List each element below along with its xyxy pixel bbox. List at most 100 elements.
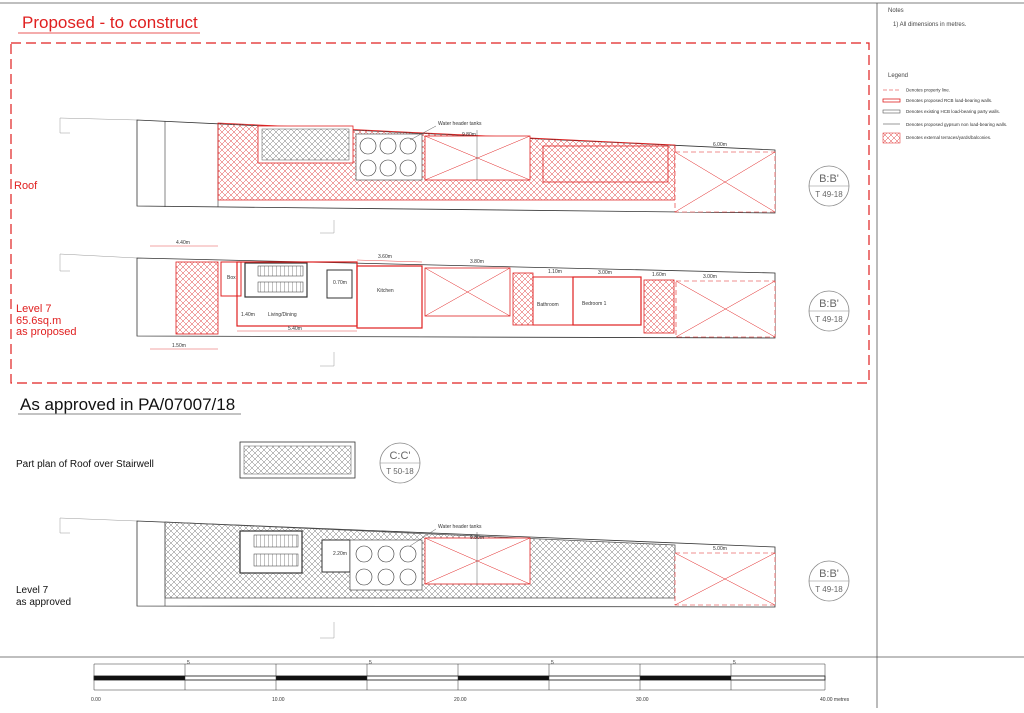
scale-top-label: 5 <box>369 660 372 666</box>
ap-property-line <box>59 517 138 522</box>
ap-shaft-cross <box>424 537 531 585</box>
ap-stair-flight-lower <box>253 553 299 567</box>
l7-living-label: Living/Dining <box>268 312 297 318</box>
water-tank <box>379 137 397 155</box>
l7-shaft-cross <box>424 267 511 317</box>
ap-tanks-label: Water header tanks <box>438 524 482 530</box>
ap-section-mark-bottom <box>320 622 335 639</box>
l7-box <box>220 261 242 297</box>
l7-dim-small: 0.70m <box>333 280 347 286</box>
l7-section-mark-bottom <box>320 352 335 367</box>
level7-proposed-plan: 4.40m Box 0.70m Living/Dining Kitchen 3.… <box>59 240 776 367</box>
scale-segment <box>276 676 367 680</box>
scale-top-label: 5 <box>733 660 736 666</box>
l7-bedroom-label: Bedroom 1 <box>582 301 607 307</box>
scale-label: 0.00 <box>91 697 101 703</box>
water-tank <box>355 545 373 563</box>
water-tank <box>399 568 417 586</box>
legend-item-3: Denotes proposed gypsum non load-bearing… <box>906 122 1007 127</box>
roof-dim-top: 9.80m <box>462 132 476 138</box>
legend-terrace-symbol <box>882 132 901 144</box>
water-tank <box>377 568 395 586</box>
section-marker-bb-roof: B:B' T 49-18 <box>808 165 850 207</box>
ap-tanks-leader <box>409 528 437 547</box>
water-tank <box>359 159 377 177</box>
l7-stair-flight-lower <box>257 281 304 293</box>
l7-dim-left-side: 1.40m <box>241 312 255 318</box>
section-marker-bb-l7: B:B' T 49-18 <box>808 290 850 332</box>
legend-title: Legend <box>888 73 908 79</box>
scale-top-label: 5 <box>187 660 190 666</box>
section-marker-cc: C:C' T 50-18 <box>379 442 421 484</box>
l7-bathroom-label: Bathroom <box>537 302 559 308</box>
ap-dim-small: 2.20m <box>333 551 347 557</box>
legend-hcb-symbol <box>882 109 901 114</box>
l7-approved-label-line2: as approved <box>16 597 71 608</box>
scale-label: 10.00 <box>272 697 285 703</box>
stair-roof-label: Part plan of Roof over Stairwell <box>16 459 154 470</box>
l7-bathroom <box>532 276 574 326</box>
l7-dim-left: 4.40m <box>176 240 190 246</box>
approved-heading: As approved in PA/07007/18 <box>20 395 235 414</box>
ap-dim-top: 9.80m <box>470 535 484 541</box>
section-marker-id: C:C' <box>389 450 410 462</box>
section-marker-ref: T 49-18 <box>815 585 843 594</box>
l7-proposed-label-line2: 65.6sq.m <box>16 315 61 327</box>
roof-stair-roof-hatch <box>261 128 350 161</box>
l7-stair-flight-upper <box>257 265 304 277</box>
ap-yard-cross <box>674 552 776 606</box>
section-marker-id: B:B' <box>819 298 839 310</box>
section-marker-id: B:B' <box>819 173 839 185</box>
l7-front-balcony <box>175 261 219 335</box>
water-tank <box>399 137 417 155</box>
section-marker-bb-approved: B:B' T 49-18 <box>808 560 850 602</box>
l7-dim-mid: 3.80m <box>470 259 484 265</box>
stair-roof-hatch <box>243 445 352 475</box>
roof-tanks-leader <box>409 125 437 141</box>
legend: Denotes property line. Denotes proposed … <box>882 88 1007 144</box>
l7-dim-bed-b: 3.00m <box>598 270 612 276</box>
roof-yard-cross <box>674 151 776 213</box>
l7-dim-bottom: 5.40m <box>288 326 302 332</box>
l7-dim-kitchen: 3.60m <box>378 254 392 260</box>
ap-section-mark <box>59 518 70 534</box>
l7-yard-cross <box>675 280 776 338</box>
l7-lift <box>326 269 353 299</box>
l7-section-mark <box>59 254 70 272</box>
legend-item-1: Denotes proposed RCB load-bearing walls. <box>906 98 992 103</box>
water-tank <box>399 159 417 177</box>
l7-kitchen-walls <box>356 265 423 329</box>
ap-stair-flight-upper <box>253 534 299 548</box>
l7-bedroom <box>572 276 642 326</box>
roof-property-line <box>59 117 138 121</box>
legend-rcb-symbol <box>882 98 901 103</box>
scale-segment <box>458 676 549 680</box>
section-marker-ref: T 49-18 <box>815 315 843 324</box>
l7-proposed-label-line1: Level 7 <box>16 303 51 315</box>
roof-shaft-a-cross <box>424 135 531 181</box>
scale-label: 40.00 metres <box>820 697 850 703</box>
scale-label: 20.00 <box>454 697 467 703</box>
roof-terrace-b <box>542 145 669 183</box>
l7-kitchen-label: Kitchen <box>377 288 394 294</box>
water-tank <box>355 568 373 586</box>
l7-mid-terrace <box>512 272 534 326</box>
scale-top-label: 5 <box>551 660 554 666</box>
notes-item: 1) All dimensions in metres. <box>893 22 967 28</box>
scale-bar: 5 5 5 5 0.00 10.00 20.00 30.00 40.00 met… <box>91 660 850 703</box>
legend-item-2: Denotes existing HCB load-bearing party … <box>906 109 1000 114</box>
section-marker-ref: T 49-18 <box>815 190 843 199</box>
scale-segment <box>94 676 185 680</box>
l7-proposed-label-line3: as proposed <box>16 326 77 338</box>
ap-dim-right: 5.00m <box>713 546 727 552</box>
scale-label: 30.00 <box>636 697 649 703</box>
water-tank <box>399 545 417 563</box>
water-tank <box>359 137 377 155</box>
l7-rear-balcony <box>643 279 675 334</box>
l7-approved-label-line1: Level 7 <box>16 585 49 596</box>
scale-segment <box>640 676 731 680</box>
water-tank <box>379 159 397 177</box>
l7-dim-left-bottom: 1.50m <box>172 343 186 349</box>
